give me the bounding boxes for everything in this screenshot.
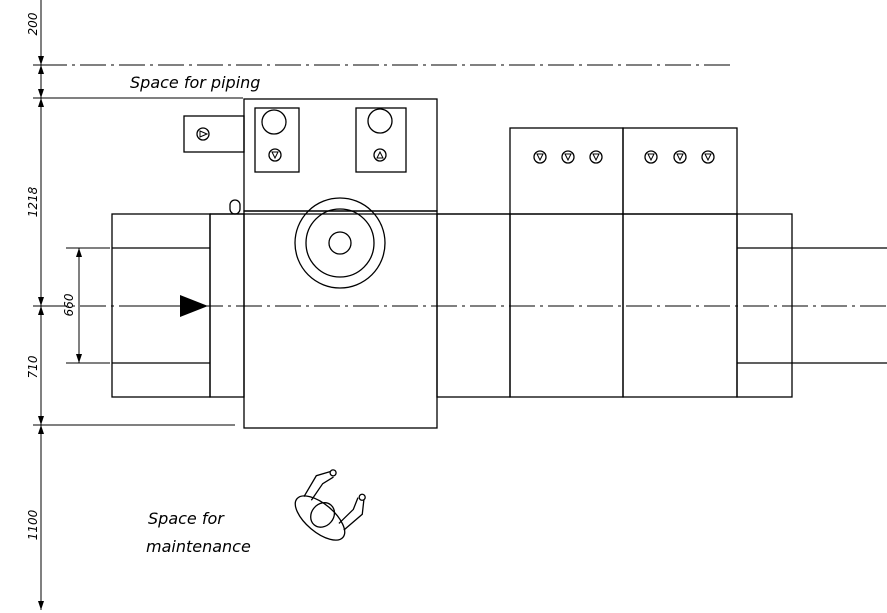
fan-unit bbox=[183, 98, 510, 429]
sensor-cap bbox=[229, 199, 241, 215]
fan-wheel-outer bbox=[294, 197, 386, 289]
dim-label-bottom: 1100 bbox=[26, 509, 40, 540]
arrowhead bbox=[76, 248, 82, 257]
arrowhead bbox=[38, 65, 44, 74]
filter-modules bbox=[509, 127, 738, 398]
module-top-1 bbox=[509, 127, 624, 215]
gauge-icon bbox=[373, 148, 387, 162]
person-icon bbox=[294, 469, 366, 541]
fan-housing-body bbox=[243, 210, 438, 429]
valve-icon bbox=[561, 150, 575, 164]
arrowhead bbox=[38, 56, 44, 65]
arrowhead bbox=[76, 354, 82, 363]
piping-space-label: Space for piping bbox=[130, 73, 260, 92]
valve-icon bbox=[533, 150, 547, 164]
valve-icon bbox=[701, 150, 715, 164]
maintenance-label-line2: maintenance bbox=[146, 537, 251, 556]
fan-hub bbox=[328, 231, 352, 255]
motor-icon bbox=[367, 108, 393, 134]
module-top-2 bbox=[622, 127, 738, 215]
motor-icon bbox=[261, 109, 287, 135]
arrowhead bbox=[38, 306, 44, 315]
dim-label-upper: 1218 bbox=[26, 186, 40, 217]
motor-panel-right bbox=[355, 107, 407, 173]
dim-label-lower: 710 bbox=[26, 355, 40, 378]
arrowhead bbox=[38, 416, 44, 425]
arrowhead bbox=[38, 601, 44, 610]
arrowhead bbox=[38, 425, 44, 434]
arrowhead bbox=[38, 89, 44, 98]
motor-panel-left bbox=[254, 107, 300, 173]
arrowhead bbox=[38, 297, 44, 306]
side-bracket bbox=[183, 115, 245, 153]
dim-label-top: 200 bbox=[26, 12, 40, 35]
dim-label-inner: 660 bbox=[62, 293, 76, 316]
outlet-section bbox=[736, 213, 887, 398]
gauge-icon bbox=[196, 127, 210, 141]
dimension-axis: 200 1218 710 1100 660 bbox=[26, 0, 235, 610]
outlet-box bbox=[736, 213, 793, 398]
arrowhead bbox=[38, 98, 44, 107]
valve-icon bbox=[589, 150, 603, 164]
gauge-icon bbox=[268, 148, 282, 162]
valve-icon bbox=[673, 150, 687, 164]
maintenance-label-line1: Space for bbox=[148, 509, 225, 528]
fan-wheel-inner bbox=[305, 208, 375, 278]
valve-icon bbox=[644, 150, 658, 164]
